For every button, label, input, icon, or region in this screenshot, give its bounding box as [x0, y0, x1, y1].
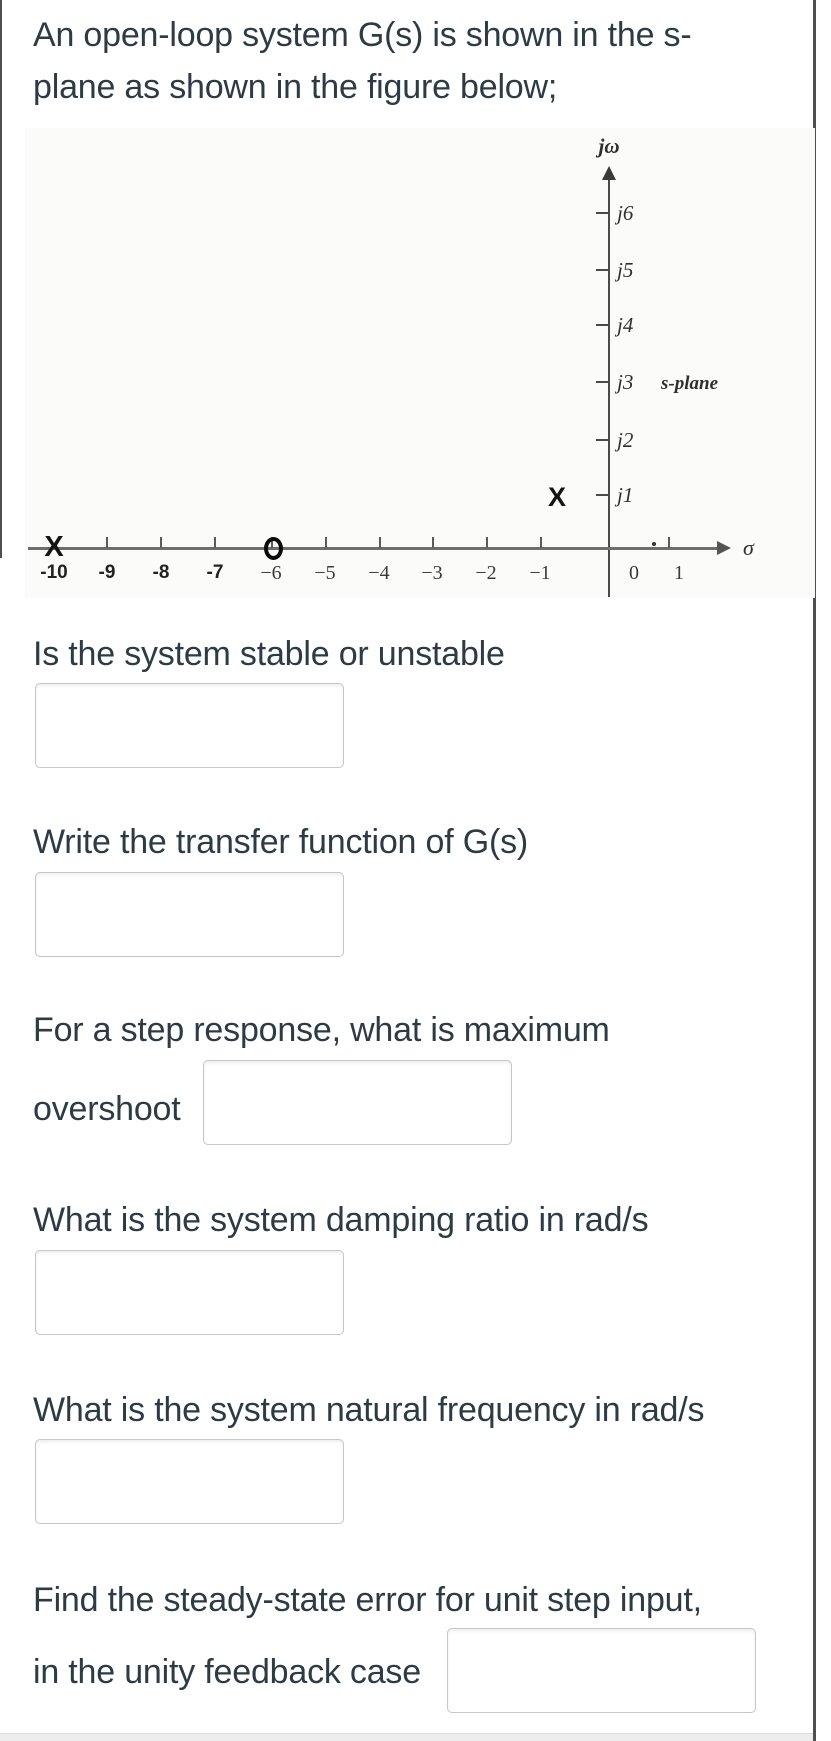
answer-input-damping-ratio[interactable]	[35, 1250, 344, 1335]
pole-marker-x: X	[547, 482, 566, 512]
question-label-natural-frequency: What is the system natural frequency in …	[33, 1391, 705, 1429]
sigma-tick-label: -10	[40, 562, 68, 583]
question-label-stability: Is the system stable or unstable	[33, 635, 505, 673]
question-title-line-2: plane as shown in the figure below;	[33, 68, 558, 106]
sigma-tick	[432, 537, 434, 548]
sigma-tick-label: −1	[529, 562, 551, 584]
s-plane-label: s-plane	[661, 373, 718, 394]
jw-tick	[596, 324, 609, 326]
jw-tick	[596, 212, 609, 214]
jw-tick-label: j2	[617, 428, 634, 452]
sigma-tick-label: -9	[98, 562, 116, 583]
sigma-axis-label: σ	[743, 535, 754, 560]
answer-input-natural-frequency[interactable]	[35, 1439, 344, 1524]
jw-tick-label: j5	[617, 258, 634, 282]
jw-tick	[596, 439, 609, 441]
answer-input-steady-state-error[interactable]	[447, 1628, 756, 1713]
sigma-tick-label: −5	[314, 562, 336, 584]
question-label-damping-ratio: What is the system damping ratio in rad/…	[33, 1201, 649, 1239]
jw-axis-arrow-icon	[602, 166, 616, 180]
sigma-tick	[160, 537, 162, 548]
left-border	[0, 0, 2, 558]
jw-axis-line	[608, 178, 610, 597]
question-label-steady-state-error-line-1: Find the steady-state error for unit ste…	[33, 1581, 702, 1619]
sigma-tick-label: −3	[421, 562, 443, 584]
jw-axis-label: jω	[598, 134, 620, 158]
question-label-transfer-function: Write the transfer function of G(s)	[33, 823, 528, 861]
jw-tick	[596, 381, 609, 383]
sigma-tick-label: -7	[206, 562, 224, 583]
sigma-tick	[668, 537, 670, 548]
pole-marker-x: X	[44, 531, 64, 563]
sigma-tick	[486, 537, 488, 548]
right-border	[813, 0, 816, 1741]
sigma-tick-label: 0	[629, 562, 639, 584]
answer-input-overshoot[interactable]	[203, 1060, 512, 1145]
jw-tick-label: j6	[617, 201, 634, 225]
sigma-tick	[325, 537, 327, 548]
sigma-axis-line	[28, 547, 722, 550]
sigma-tick-label: −4	[368, 562, 390, 584]
sigma-tick-label: 1	[674, 562, 684, 584]
jw-tick-label: j3	[617, 370, 634, 394]
sigma-tick	[540, 537, 542, 548]
sigma-tick-label: −2	[475, 562, 497, 584]
answer-input-stability[interactable]	[35, 683, 344, 768]
question-label-overshoot-line-1: For a step response, what is maximum	[33, 1011, 610, 1049]
question-label-overshoot-line-2: overshoot	[33, 1090, 181, 1128]
jw-tick	[596, 494, 609, 496]
s-plane-figure: jω σ s-plane j6 j5 j4 j3 j2 j1 -10 -9 -8…	[25, 128, 815, 598]
jw-tick-label: j1	[617, 483, 634, 507]
answer-input-transfer-function[interactable]	[35, 872, 344, 957]
question-title-line-1: An open-loop system G(s) is shown in the…	[33, 16, 692, 54]
zero-marker-o	[264, 537, 283, 560]
sigma-tick	[106, 537, 108, 548]
jw-tick	[596, 269, 609, 271]
bottom-divider	[0, 1733, 813, 1741]
sigma-axis-arrow-icon	[717, 541, 731, 555]
jw-tick-label: j4	[617, 313, 634, 337]
sigma-tick	[379, 537, 381, 548]
axis-dot	[652, 542, 656, 546]
sigma-tick-label: -8	[152, 562, 170, 583]
question-label-steady-state-error-line-2: in the unity feedback case	[33, 1653, 421, 1691]
sigma-tick	[214, 537, 216, 548]
sigma-tick-label: −6	[260, 562, 282, 584]
